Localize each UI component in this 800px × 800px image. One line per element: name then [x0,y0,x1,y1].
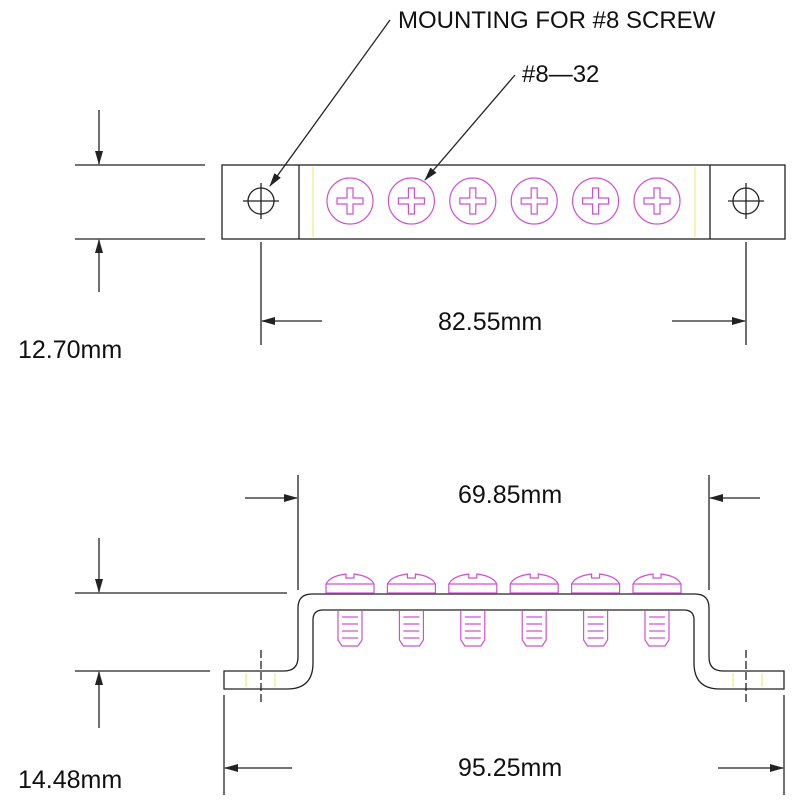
side-inner-length-label: 69.85mm [458,481,562,509]
screw-head-top [571,177,620,225]
screw-head-top [510,177,558,225]
side-height-label: 14.48mm [18,766,122,794]
side-view [223,573,785,705]
top-view [221,164,786,240]
top-length-label: 82.55mm [438,308,542,336]
screw-side [448,573,498,647]
screw-head-top [326,177,374,225]
screw-side [325,573,375,647]
top-length-dimension: 82.55mm [260,242,747,345]
side-total-length-dimension: 95.25mm [223,695,785,795]
thread-leader [424,74,516,181]
side-total-length-label: 95.25mm [458,754,562,782]
top-height-label: 12.70mm [18,336,122,364]
screw-side [571,573,621,647]
mounting-leader [269,19,391,187]
screw-side [632,573,682,647]
screw-side [509,573,559,647]
mounting-label: MOUNTING FOR #8 SCREW [398,7,716,34]
mounting-hole-right [728,183,764,219]
top-height-dimension: 12.70mm [18,110,205,364]
side-height-dimension: 14.48mm [18,538,287,794]
screw-head-top [633,177,681,225]
thread-label: #8—32 [522,61,599,88]
screw-head-top [449,177,497,225]
screw-side [386,573,436,647]
side-inner-length-dimension: 69.85mm [245,475,760,590]
screw-head-top [387,177,435,225]
mounting-hole-left [243,183,279,219]
